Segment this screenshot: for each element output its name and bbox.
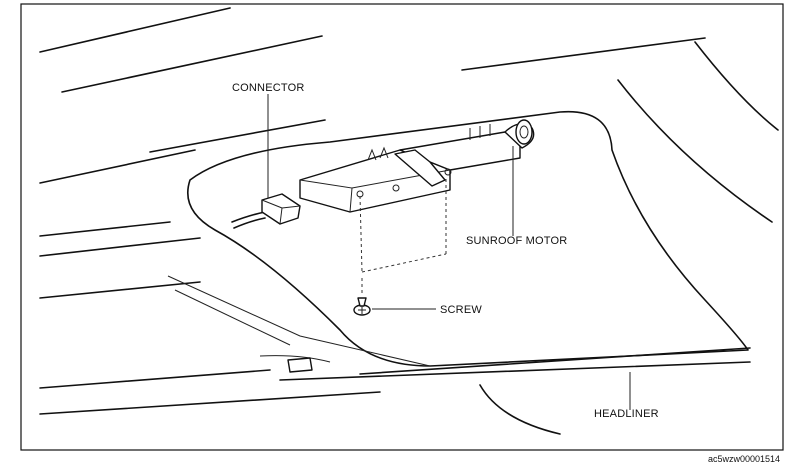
connector bbox=[261, 193, 301, 225]
sunroof-motor bbox=[299, 119, 535, 213]
screw-label: SCREW bbox=[440, 304, 482, 316]
roof-lines bbox=[39, 7, 779, 223]
figure-code: ac5wzw00001514 bbox=[708, 454, 780, 464]
connector-label: CONNECTOR bbox=[232, 82, 305, 94]
leader-lines bbox=[267, 94, 631, 410]
connector-assembly bbox=[231, 193, 301, 229]
screw-icon bbox=[353, 297, 371, 316]
headliner-opening bbox=[39, 110, 751, 435]
headliner-label: HEADLINER bbox=[594, 408, 659, 420]
installation-guides bbox=[359, 178, 447, 296]
diagram-frame bbox=[20, 3, 784, 451]
sunroof-motor-label: SUNROOF MOTOR bbox=[466, 235, 567, 247]
